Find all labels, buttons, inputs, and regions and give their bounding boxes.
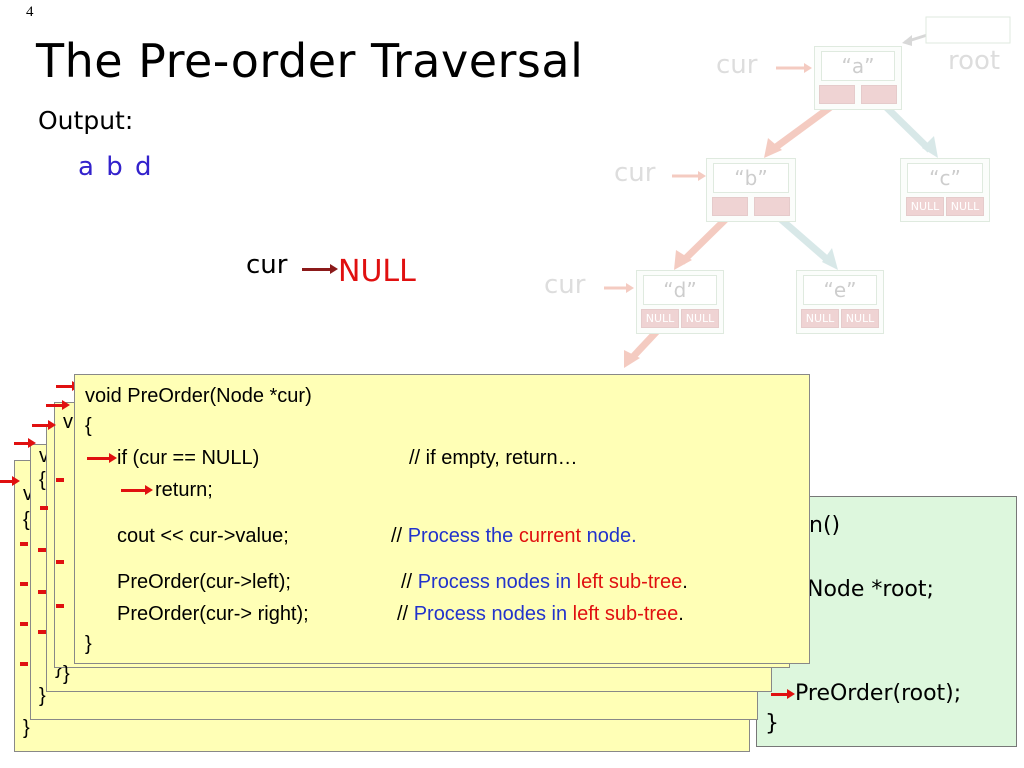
edge-a-c-head: [922, 136, 938, 158]
null-slot: NULL: [801, 309, 839, 328]
main-code-line: }: [765, 711, 779, 736]
root-arrow-head: [902, 35, 912, 46]
root-box: [925, 16, 1011, 44]
code-fragment: }: [63, 663, 70, 685]
exec-marker: [20, 622, 28, 626]
if-comment: // if empty, return…: [409, 447, 578, 469]
edge-b-e: [773, 212, 833, 265]
code-fragment: }: [39, 685, 46, 707]
node-value: “a”: [821, 51, 895, 81]
tree-node-c: “c” NULL NULL: [900, 158, 990, 222]
edge-a-c: [879, 100, 933, 153]
exec-arrow: [56, 381, 80, 391]
main-exec-arrow: [771, 689, 795, 699]
edge-b-e-head: [822, 248, 838, 270]
tree-node-b: “b”: [706, 158, 796, 222]
main-code-line: PreOrder(root);: [795, 681, 962, 706]
exec-marker: [56, 478, 64, 482]
exec-marker: [20, 542, 28, 546]
right-comment: // Process nodes in left sub-tree.: [397, 603, 684, 625]
tree-node-e: “e” NULL NULL: [796, 270, 884, 334]
left-comment: // Process nodes in left sub-tree.: [401, 571, 688, 593]
edge-a-b: [769, 100, 839, 153]
exec-marker: [38, 590, 46, 594]
page-title: The Pre-order Traversal: [36, 34, 584, 88]
exec-arrow-return: [121, 485, 153, 495]
code-fragment: }: [23, 717, 30, 739]
output-label: Output:: [38, 106, 134, 135]
node-value: “e”: [803, 275, 877, 305]
cur-label-a: cur: [716, 50, 758, 80]
left-call-line: PreOrder(cur->left);: [117, 571, 291, 593]
main-code-line: n(): [809, 513, 841, 538]
code-fragment: v: [39, 445, 49, 467]
exec-marker: [38, 548, 46, 552]
edge-d-null: [627, 325, 663, 363]
tree-edges: [604, 16, 1011, 368]
exec-marker: [38, 630, 46, 634]
null-slot: NULL: [641, 309, 679, 328]
exec-marker: [56, 560, 64, 564]
output-value: a b d: [78, 152, 154, 182]
main-code-line: Node *root;: [807, 577, 934, 602]
edge-a-b-head: [764, 138, 782, 158]
tree-node-a: “a”: [814, 46, 902, 110]
cur-label-b: cur: [614, 158, 656, 188]
node-value: “b”: [713, 163, 789, 193]
cur-label-d: cur: [544, 270, 586, 300]
exec-marker: [20, 662, 28, 666]
code-fragment: v: [63, 411, 73, 433]
close-brace: }: [85, 633, 92, 655]
left-pointer-slot: [819, 85, 855, 104]
cur-pointer-arrow: [302, 264, 338, 274]
if-line: if (cur == NULL): [117, 447, 260, 469]
slide-number: 4: [26, 4, 34, 20]
code-fragment: {: [39, 469, 46, 491]
exec-marker: [56, 604, 64, 608]
null-label: NULL: [338, 254, 416, 289]
right-call-line: PreOrder(cur-> right);: [117, 603, 309, 625]
right-pointer-slot: [754, 197, 790, 216]
exec-arrow: [46, 400, 70, 410]
code-fragment: {: [23, 509, 30, 531]
code-fragment: }: [55, 657, 62, 679]
edge-d-null-head: [624, 350, 640, 368]
open-brace: {: [85, 415, 92, 437]
node-value: “d”: [643, 275, 717, 305]
exec-marker: [20, 582, 28, 586]
exec-arrow: [32, 420, 56, 430]
exec-arrow-if: [87, 453, 117, 463]
function-signature: void PreOrder(Node *cur): [85, 385, 312, 407]
null-slot: NULL: [681, 309, 719, 328]
exec-marker: [40, 506, 48, 510]
cout-line: cout << cur->value;: [117, 525, 289, 547]
edge-b-d: [679, 212, 733, 265]
active-call-frame: void PreOrder(Node *cur) { if (cur == NU…: [74, 374, 810, 664]
exec-arrow: [0, 476, 20, 486]
cout-comment: // Process the current node.: [391, 525, 637, 547]
right-pointer-slot: [861, 85, 897, 104]
tree-node-d: “d” NULL NULL: [636, 270, 724, 334]
root-label: root: [948, 46, 1001, 76]
null-slot: NULL: [906, 197, 944, 216]
return-line: return;: [155, 479, 213, 501]
exec-arrow: [14, 438, 36, 448]
null-slot: NULL: [946, 197, 984, 216]
cur-label: cur: [246, 250, 288, 280]
edge-b-d-head: [674, 250, 692, 270]
null-slot: NULL: [841, 309, 879, 328]
root-edge: [904, 29, 941, 44]
left-pointer-slot: [712, 197, 748, 216]
node-value: “c”: [907, 163, 983, 193]
